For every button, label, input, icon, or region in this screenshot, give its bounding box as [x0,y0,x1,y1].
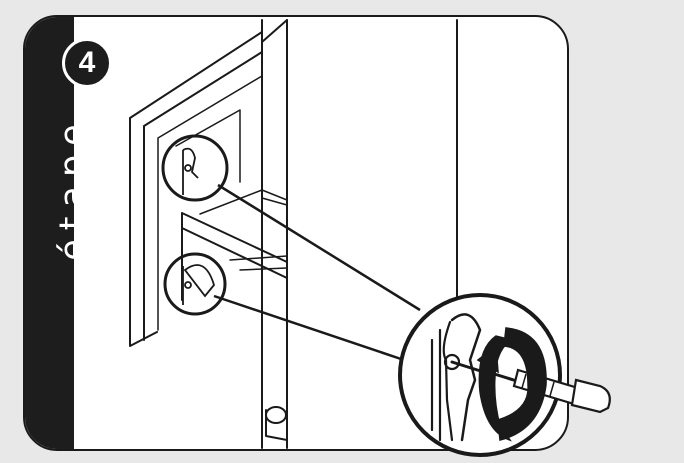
leader-line-lower [214,296,404,360]
step-number-badge: 4 [62,38,112,88]
hinge-icon [183,149,198,195]
step-label: étape [53,115,93,260]
cabinet-foot [266,410,287,440]
upper-hinge-callout [163,136,227,200]
leader-line-upper [218,185,420,310]
door-outer-frame [130,32,262,346]
step-number: 4 [79,46,96,80]
